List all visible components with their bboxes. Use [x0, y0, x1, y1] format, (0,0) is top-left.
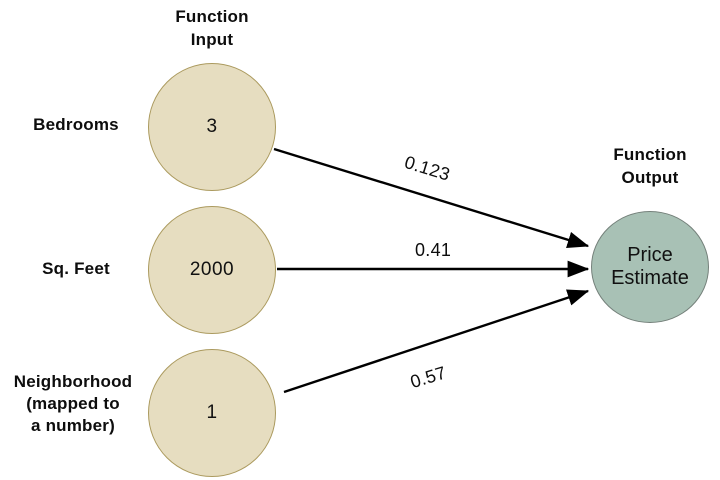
output-node-label-line2: Estimate: [611, 267, 689, 289]
input-node-sq-feet-value: 2000: [189, 259, 235, 280]
input-label-neighborhood-line2: (mapped to: [26, 394, 120, 413]
output-node-label: Price Estimate: [611, 244, 689, 290]
input-label-sq-feet: Sq. Feet: [42, 259, 110, 278]
function-input-title-line1: Function: [175, 7, 249, 26]
input-label-neighborhood: Neighborhood (mapped to a number): [0, 371, 146, 437]
input-node-bedrooms: 3: [148, 63, 276, 191]
input-label-neighborhood-line1: Neighborhood: [13, 372, 133, 391]
function-output-title-line1: Function: [613, 145, 687, 164]
edge-neighborhood-to-output: [283, 289, 590, 394]
input-node-sq-feet: 2000: [148, 206, 276, 334]
input-label-neighborhood-line3: a number): [31, 416, 115, 435]
output-node-price-estimate: Price Estimate: [591, 211, 709, 323]
input-node-bedrooms-value: 3: [206, 116, 218, 137]
input-node-neighborhood: 1: [148, 349, 276, 477]
input-label-bedrooms: Bedrooms: [33, 115, 119, 134]
function-input-title-line2: Input: [190, 30, 234, 49]
function-output-title: Function Output: [588, 143, 712, 189]
edge-weight-sq-feet: 0.41: [415, 240, 452, 260]
function-input-title: Function Input: [142, 5, 282, 51]
edge-bedrooms-to-output: [273, 147, 590, 249]
input-node-neighborhood-value: 1: [206, 402, 218, 423]
output-node-label-line1: Price: [627, 244, 673, 266]
function-output-title-line2: Output: [621, 168, 679, 187]
